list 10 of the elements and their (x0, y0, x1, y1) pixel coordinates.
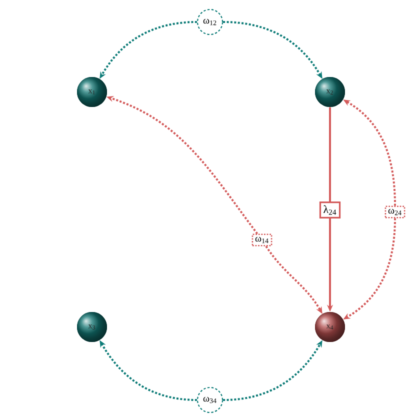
dotted-box-node: ω$_{24}$ (384, 206, 406, 218)
dashed-circle-node: ω$_{12}$ (196, 8, 224, 36)
node-label: x$_{4}$ (326, 324, 334, 330)
node-label: x$_{1}$ (88, 90, 95, 94)
connector-line (329, 107, 331, 202)
node-label: x$_{2}$ (326, 90, 333, 94)
rate-box: λ$_{24}$ (319, 202, 341, 218)
dotted-box-node: ω$_{14}$ (252, 234, 272, 246)
node-label: x$_{3}$ (88, 324, 96, 330)
dashed-circle-node: ω$_{34}$ (196, 386, 224, 414)
